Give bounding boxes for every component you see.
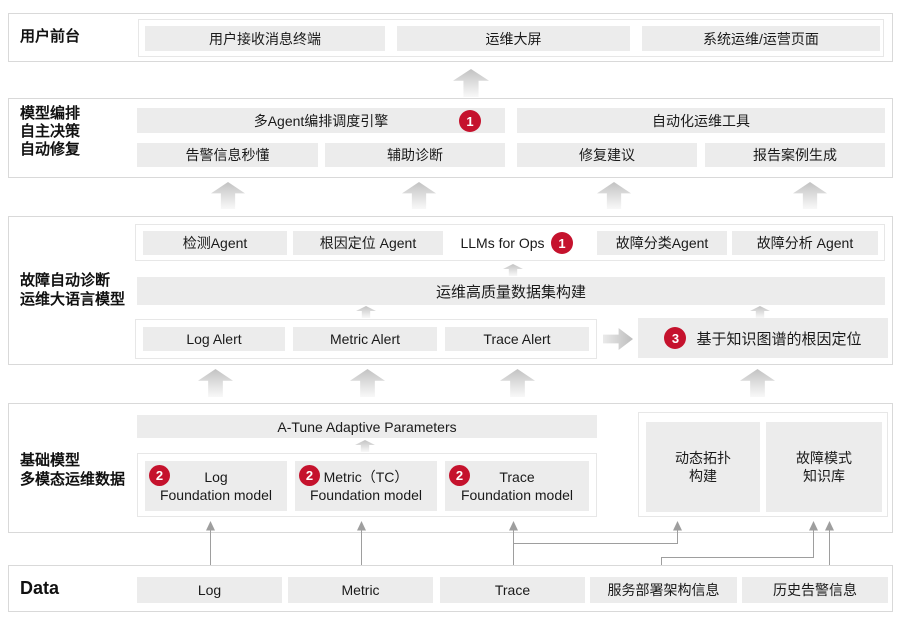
fm-line2: Foundation model xyxy=(309,487,423,503)
up-arrow xyxy=(740,369,775,397)
up-arrow xyxy=(198,369,233,397)
badge-2-metric: 2 xyxy=(299,465,320,486)
node-root-cause-agent: 根因定位 Agent xyxy=(293,231,443,255)
kb-line1: 动态拓扑 xyxy=(675,450,731,466)
node-metric-foundation-model: 2 Metric（TC） Foundation model xyxy=(295,461,437,511)
badge-1-engine: 1 xyxy=(459,110,481,132)
node-trace-alert: Trace Alert xyxy=(445,327,589,351)
badge-1-llms: 1 xyxy=(551,232,573,254)
node-alert-understanding: 告警信息秒懂 xyxy=(137,143,318,167)
badge-3-kg: 3 xyxy=(664,327,687,349)
node-assisted-diagnosis: 辅助诊断 xyxy=(325,143,505,167)
layer-user-front-label: 用户前台 xyxy=(20,28,81,45)
node-data-metric: Metric xyxy=(288,577,433,603)
fm-line2: Foundation model xyxy=(159,487,273,503)
kg-root-cause-label: 基于知识图谱的根因定位 xyxy=(696,330,862,348)
node-kg-root-cause: 3 基于知识图谱的根因定位 xyxy=(638,318,888,358)
fm-line2: Foundation model xyxy=(460,487,574,503)
fm-line1: Metric（TC） xyxy=(323,469,409,485)
layer-orchestration-label-2: 自主决策 xyxy=(20,123,81,140)
node-atune: A-Tune Adaptive Parameters xyxy=(137,415,597,438)
node-fault-classify-agent: 故障分类Agent xyxy=(597,231,727,255)
node-repair-suggestion: 修复建议 xyxy=(517,143,697,167)
node-data-trace: Trace xyxy=(440,577,585,603)
node-fault-pattern-kb: 故障模式 知识库 xyxy=(766,422,882,512)
node-trace-foundation-model: 2 Trace Foundation model xyxy=(445,461,589,511)
node-ops-dashboard: 运维大屏 xyxy=(397,26,630,51)
up-arrow xyxy=(211,182,245,209)
kb-line2: 构建 xyxy=(689,468,717,484)
node-auto-ops-tools: 自动化运维工具 xyxy=(517,108,885,133)
up-arrow xyxy=(500,369,535,397)
kb-line1: 故障模式 xyxy=(796,450,852,466)
up-arrow xyxy=(793,182,827,209)
node-llms-for-ops: LLMs for Ops xyxy=(460,235,545,251)
layer-diagnosis-label-2: 运维大语言模型 xyxy=(20,291,126,308)
fm-line1: Log xyxy=(204,469,228,485)
layer-orchestration-label-1: 模型编排 xyxy=(20,105,81,122)
node-log-alert: Log Alert xyxy=(143,327,285,351)
fm-line1: Trace xyxy=(499,469,535,485)
up-arrow xyxy=(453,69,489,97)
node-user-message-terminal: 用户接收消息终端 xyxy=(145,26,385,51)
node-data-log: Log xyxy=(137,577,282,603)
node-dynamic-topology: 动态拓扑 构建 xyxy=(646,422,760,512)
node-log-foundation-model: 2 Log Foundation model xyxy=(145,461,287,511)
up-arrow xyxy=(402,182,436,209)
badge-2-trace: 2 xyxy=(449,465,470,486)
node-dataset-build: 运维高质量数据集构建 xyxy=(137,277,885,305)
up-arrow xyxy=(597,182,631,209)
node-history-alert-info: 历史告警信息 xyxy=(742,577,888,603)
kb-line2: 知识库 xyxy=(803,468,845,484)
node-system-ops-page: 系统运维/运营页面 xyxy=(642,26,880,51)
node-multi-agent-engine: 多Agent编排调度引擎 xyxy=(137,108,505,133)
layer-orchestration-label-3: 自动修复 xyxy=(20,141,81,158)
layer-data-label: Data xyxy=(20,578,60,598)
up-arrow xyxy=(350,369,385,397)
badge-2-log: 2 xyxy=(149,465,170,486)
node-detect-agent: 检测Agent xyxy=(143,231,287,255)
node-fault-analysis-agent: 故障分析 Agent xyxy=(732,231,878,255)
layer-foundation-label-2: 多模态运维数据 xyxy=(20,471,126,488)
node-deploy-arch-info: 服务部署架构信息 xyxy=(590,577,737,603)
layer-diagnosis-label-1: 故障自动诊断 xyxy=(20,272,111,289)
node-report-generation: 报告案例生成 xyxy=(705,143,885,167)
layer-foundation-label-1: 基础模型 xyxy=(20,452,81,469)
node-metric-alert: Metric Alert xyxy=(293,327,437,351)
